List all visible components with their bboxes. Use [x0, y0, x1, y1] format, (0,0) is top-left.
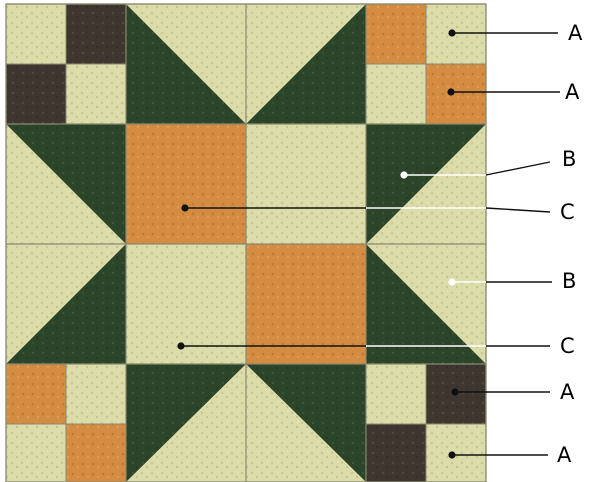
four-patch-bottom-right-square — [426, 424, 486, 482]
leader-c-1-line — [486, 208, 550, 212]
four-patch-top-left-square — [66, 64, 126, 124]
four-patch-bottom-left-square — [66, 364, 126, 424]
center-square-cream-1 — [246, 124, 366, 244]
four-patch-bottom-left-square — [6, 424, 66, 482]
piece-labels: A A B C B C A A — [557, 21, 583, 467]
four-patch-top-right-square — [366, 4, 426, 64]
label-b-1: B — [562, 147, 576, 171]
four-patch-top-right-square — [426, 4, 486, 64]
four-patch-bottom-left-square — [6, 364, 66, 424]
four-patch-bottom-right-square — [366, 364, 426, 424]
four-patch-bottom-left-square — [66, 424, 126, 482]
four-patch-top-right-square — [366, 64, 426, 124]
label-b-2: B — [562, 269, 576, 293]
four-patch-top-right-square — [426, 64, 486, 124]
leader-b-1-dot — [400, 171, 407, 178]
four-patch-bottom-right-square — [366, 424, 426, 482]
leader-b-1-line — [486, 162, 550, 175]
four-patch-top-left-square — [66, 4, 126, 64]
label-a-3: A — [560, 380, 575, 404]
leader-a-1-dot — [448, 29, 455, 36]
label-a-1: A — [568, 21, 583, 45]
leader-c-2-dot — [177, 342, 184, 349]
leader-c-1-dot — [181, 204, 188, 211]
leader-a-2-dot — [447, 88, 454, 95]
leader-a-3-dot — [451, 388, 458, 395]
leader-b-2-dot — [448, 278, 455, 285]
four-patch-top-left-square — [6, 4, 66, 64]
four-patch-top-left-square — [6, 64, 66, 124]
center-square-orange-1 — [126, 124, 246, 244]
label-c-1: C — [560, 200, 575, 224]
label-c-2: C — [560, 334, 575, 358]
label-a-2: A — [565, 80, 580, 104]
leader-a-4-dot — [448, 451, 455, 458]
label-a-4: A — [557, 443, 572, 467]
